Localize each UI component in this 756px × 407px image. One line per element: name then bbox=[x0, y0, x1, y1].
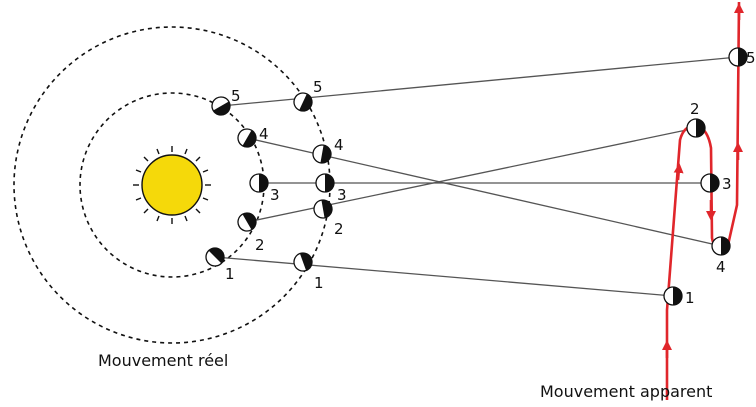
inner-planet-3 bbox=[249, 173, 269, 193]
inner-planet-5 bbox=[211, 96, 231, 116]
apparent-motion-path bbox=[662, 1, 744, 400]
apparent-position-2 bbox=[686, 118, 706, 138]
inner-label-4: 4 bbox=[259, 125, 269, 143]
outer-label-5: 5 bbox=[313, 78, 323, 96]
inner-label-3: 3 bbox=[270, 186, 280, 204]
inner-label-1: 1 bbox=[225, 265, 235, 283]
apparent-position-3 bbox=[700, 173, 720, 193]
inner-planet-2 bbox=[237, 212, 257, 232]
inner-planet-4 bbox=[237, 128, 257, 148]
apparent-label-4: 4 bbox=[716, 258, 726, 276]
apparent-label-5: 5 bbox=[746, 49, 756, 67]
outer-planet-1 bbox=[293, 252, 313, 272]
outer-planet-positions bbox=[293, 92, 335, 272]
inner-planet-positions bbox=[205, 96, 269, 267]
apparent-position-5 bbox=[728, 47, 748, 67]
outer-planet-5 bbox=[293, 92, 313, 112]
inner-planet-1 bbox=[205, 247, 225, 267]
inner-label-2: 2 bbox=[255, 236, 265, 254]
outer-label-2: 2 bbox=[334, 220, 344, 238]
inner-label-5: 5 bbox=[231, 87, 241, 105]
outer-label-3: 3 bbox=[337, 186, 347, 204]
apparent-position-1 bbox=[663, 286, 683, 306]
caption-real-motion: Mouvement réel bbox=[98, 351, 228, 370]
outer-planet-3 bbox=[315, 173, 335, 193]
outer-label-4: 4 bbox=[334, 136, 344, 154]
outer-planet-2 bbox=[313, 199, 333, 219]
apparent-label-2: 2 bbox=[690, 100, 700, 118]
sight-line-1 bbox=[214, 256, 674, 297]
outer-label-1: 1 bbox=[314, 274, 324, 292]
apparent-positions bbox=[663, 47, 748, 306]
caption-apparent-motion: Mouvement apparent bbox=[540, 382, 712, 401]
sight-lines bbox=[214, 56, 739, 297]
apparent-label-3: 3 bbox=[722, 175, 732, 193]
apparent-label-1: 1 bbox=[685, 289, 695, 307]
sun-icon bbox=[133, 146, 211, 224]
outer-planet-4 bbox=[312, 144, 332, 164]
apparent-position-4 bbox=[711, 236, 731, 256]
